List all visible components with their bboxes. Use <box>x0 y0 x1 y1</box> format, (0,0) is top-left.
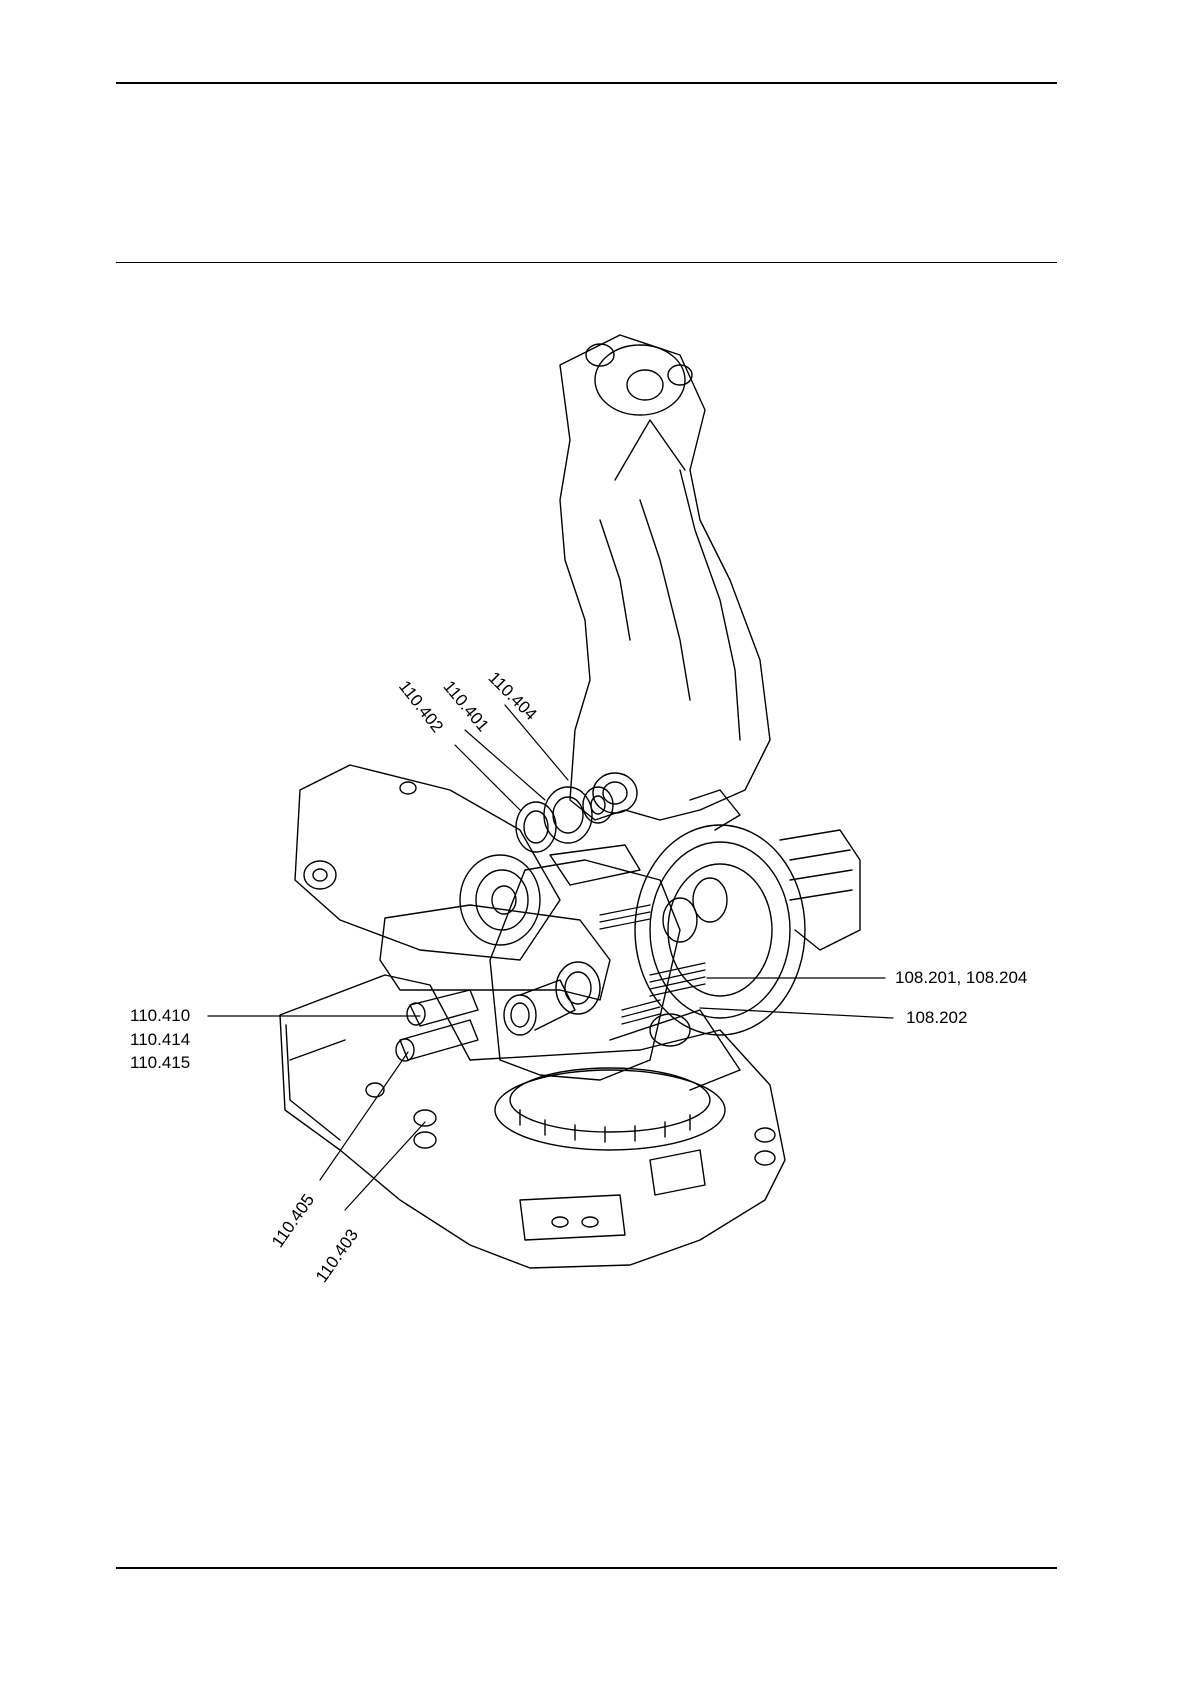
turntable <box>495 1068 725 1150</box>
upper-arm <box>560 335 770 830</box>
exploded-bushings <box>396 980 575 1061</box>
motor-housing <box>295 765 560 960</box>
bracket <box>380 905 610 1014</box>
callout-110-415: 110.415 <box>130 1053 190 1073</box>
callout-110-410: 110.410 <box>130 1006 190 1026</box>
callout-108-202: 108.202 <box>906 1008 967 1028</box>
exploded-bolts <box>600 905 705 1024</box>
robot-base <box>280 975 785 1268</box>
frame-pedestal <box>490 845 740 1090</box>
leader-lines <box>208 705 893 1210</box>
gearbox <box>635 825 860 1046</box>
callout-108-201-108-204: 108.201, 108.204 <box>895 968 1027 988</box>
callout-110-414: 110.414 <box>130 1030 190 1050</box>
